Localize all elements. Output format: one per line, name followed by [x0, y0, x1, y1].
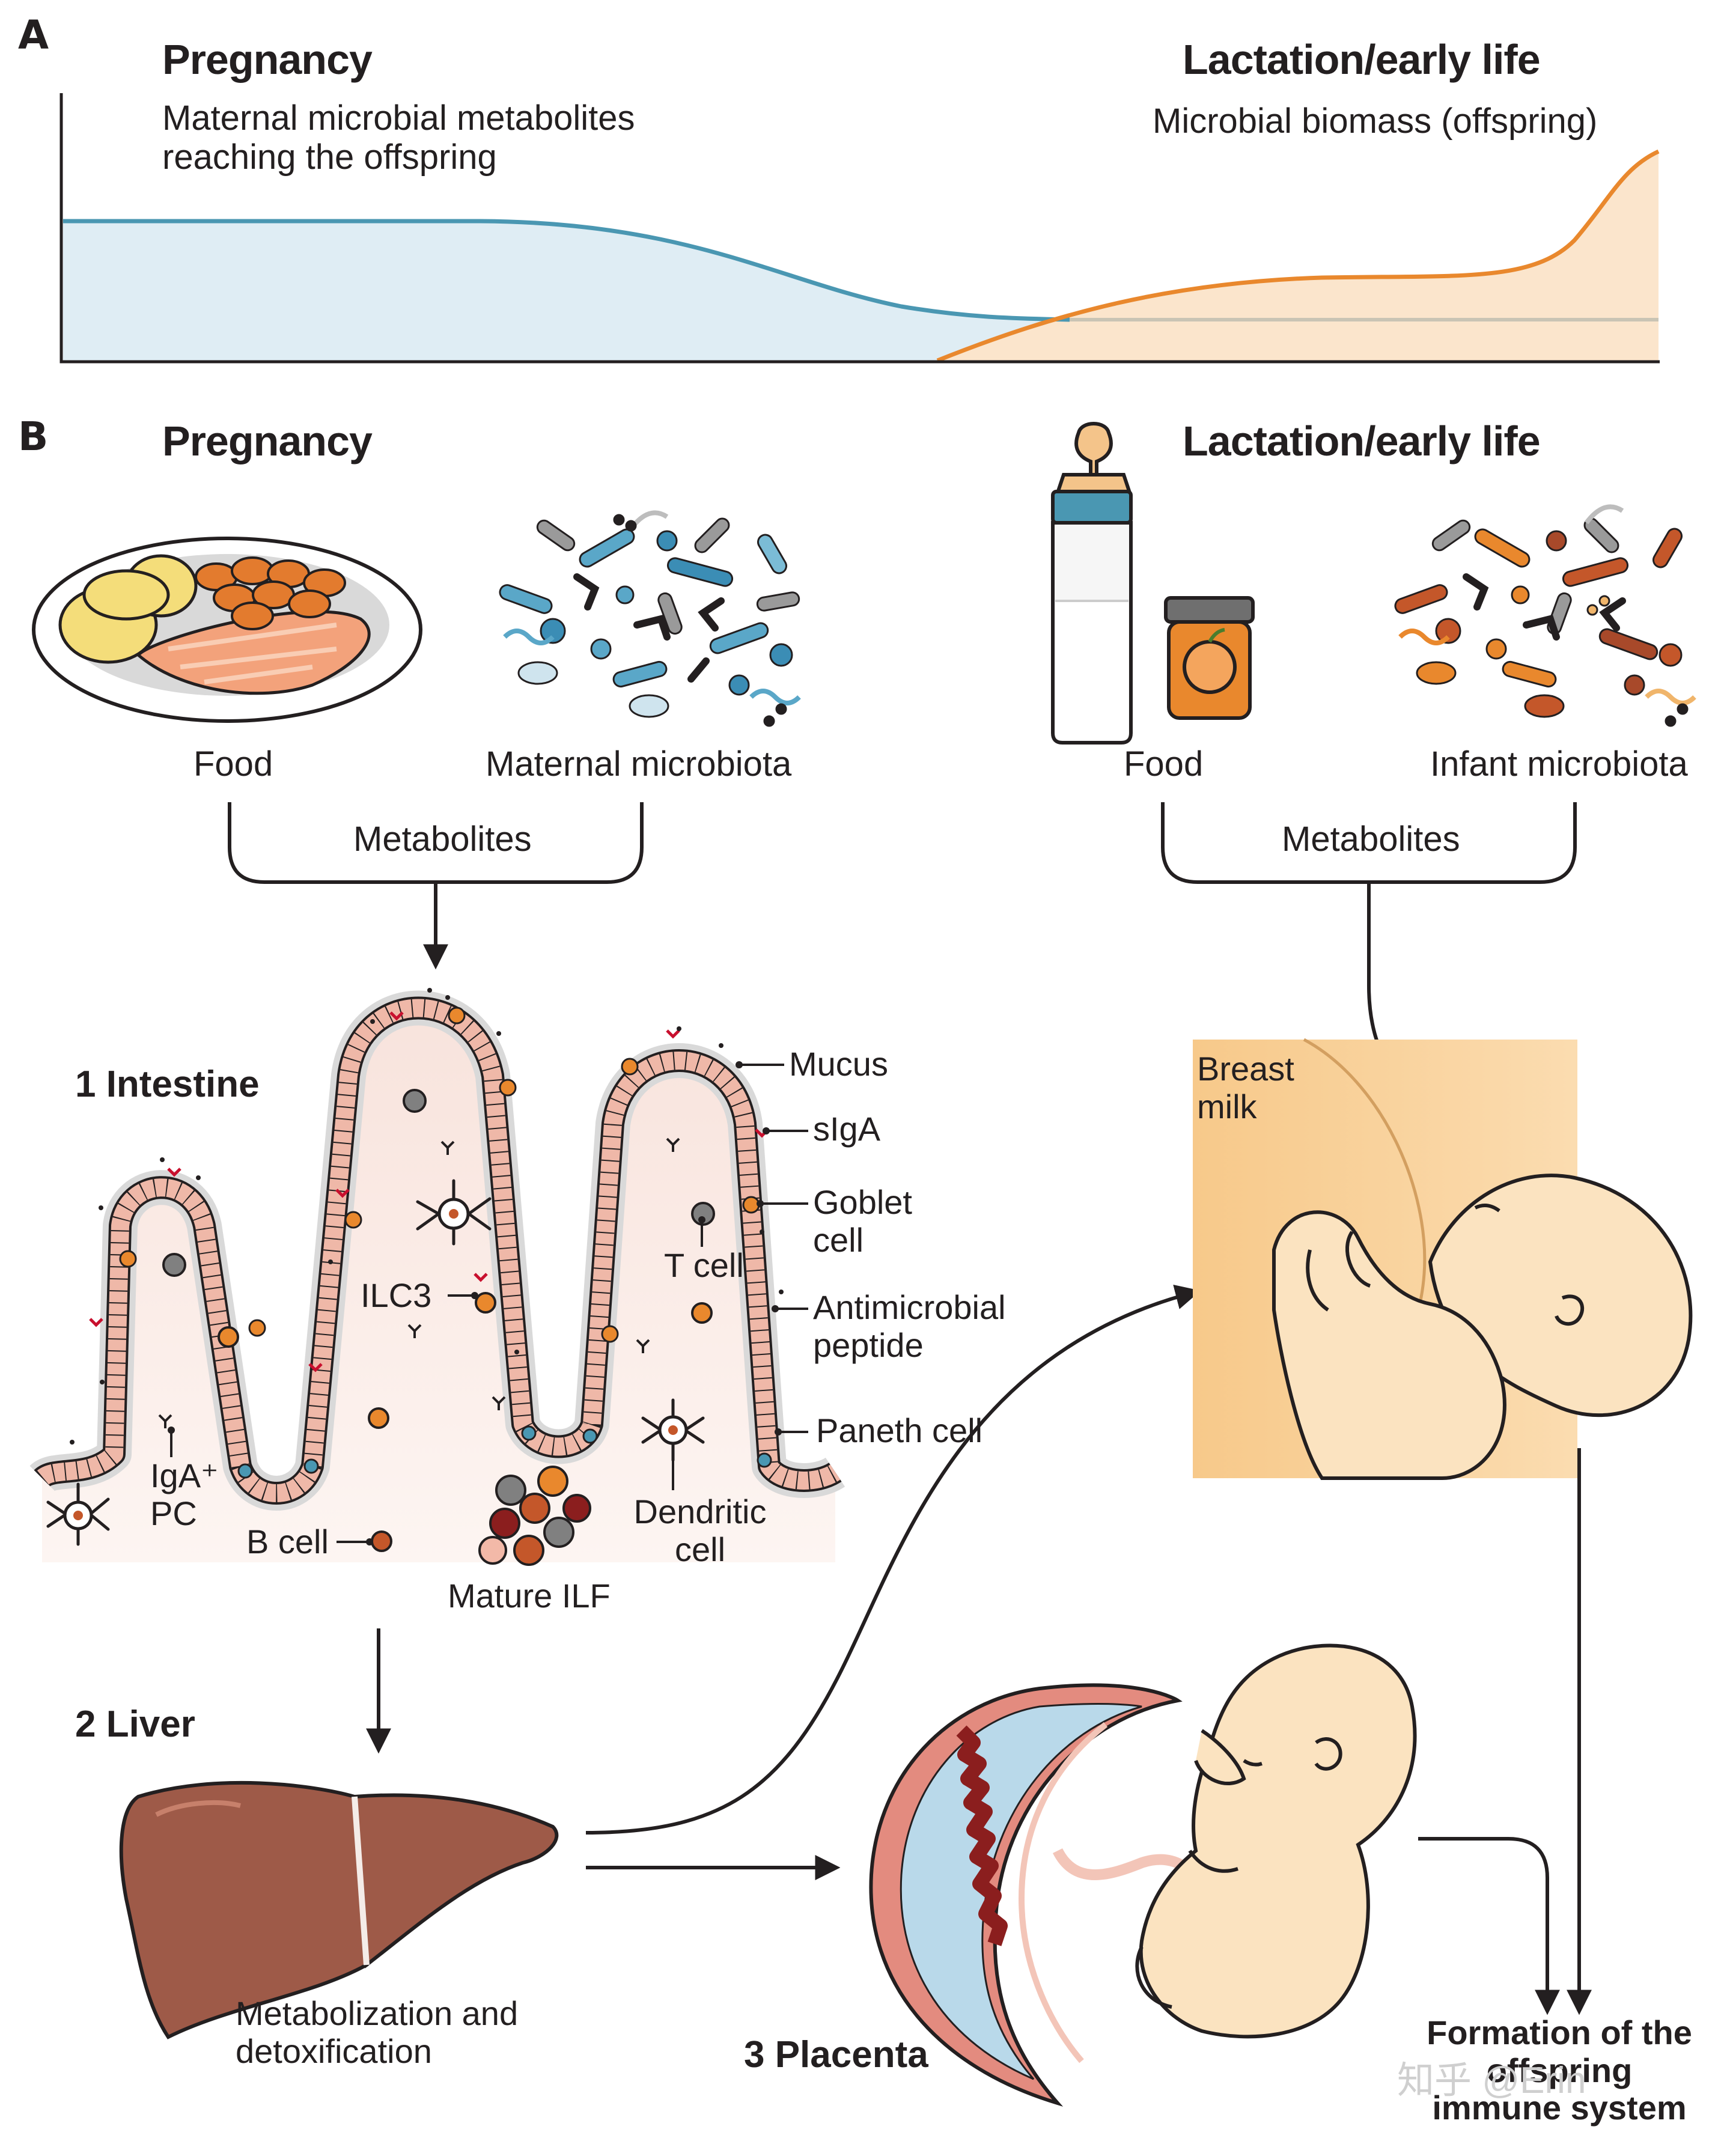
panel-a-pregnancy-subtitle: Maternal microbial metabolites reaching …: [162, 99, 635, 177]
goblet-cell-label: Goblet cell: [813, 1183, 912, 1259]
outcome-label: Formation of the offspring immune system: [1427, 2014, 1692, 2127]
liver-caption: Metabolization and detoxification: [236, 1994, 519, 2070]
ilc3-label: ILC3: [361, 1276, 432, 1314]
infant-microbiota-illustration: [1394, 504, 1696, 727]
liver-title: 2 Liver: [75, 1704, 195, 1745]
panel-a-lactation-subtitle: Microbial biomass (offspring): [1153, 102, 1598, 141]
food-plate-illustration: [32, 537, 422, 723]
panel-b-lactation-title: Lactation/early life: [1183, 418, 1541, 464]
breastfeeding-illustration: [1193, 1038, 1693, 1480]
baby-food-jar-illustration: [1164, 596, 1255, 720]
liver-illustration: [119, 1780, 559, 2039]
panel-a-pregnancy-title: Pregnancy: [162, 36, 373, 83]
fetus-to-outcome-arrow: [1418, 1837, 1560, 2015]
maternal-microbiota-illustration: [499, 510, 801, 727]
infant-microbiota-label: Infant microbiota: [1430, 745, 1688, 784]
panel-b-letter: B: [18, 413, 49, 460]
antimicrobial-peptide-label: Antimicrobial peptide: [813, 1288, 1006, 1364]
siga-label: sIgA: [813, 1110, 881, 1148]
intestine-villi-illustration: [29, 988, 845, 1566]
lactation-metabolites-bracket: [1161, 802, 1577, 884]
dendritic-cell-label: Dendritic cell: [633, 1493, 767, 1568]
mucus-label: Mucus: [789, 1045, 888, 1083]
maternal-metabolites-curve: [63, 219, 1070, 322]
liver-to-breast-milk-arrow: [585, 1285, 1201, 1835]
breast-milk-label: Breast milk: [1197, 1050, 1294, 1125]
panel-b-pregnancy-title: Pregnancy: [162, 418, 373, 464]
pregnancy-metabolites-label: Metabolites: [353, 820, 532, 859]
iga-pc-label: IgA⁺ PC: [150, 1457, 219, 1532]
mature-ilf-label: Mature ILF: [448, 1577, 611, 1615]
pregnancy-food-label: Food: [193, 745, 273, 784]
lactation-food-label: Food: [1124, 745, 1204, 784]
intestine-title: 1 Intestine: [75, 1064, 260, 1105]
offspring-biomass-area: [937, 151, 1659, 361]
offspring-biomass-curve: [936, 149, 1660, 363]
paneth-cell-label: Paneth cell: [816, 1411, 983, 1449]
placenta-title: 3 Placenta: [744, 2034, 928, 2075]
panel-a-letter: A: [18, 12, 49, 58]
pregnancy-metabolites-bracket: [228, 802, 644, 884]
fetus-illustration: [1135, 1643, 1417, 2039]
maternal-microbiota-label: Maternal microbiota: [486, 745, 792, 784]
baby-bottle-illustration: [1051, 422, 1133, 745]
b-cell-label: B cell: [246, 1523, 329, 1561]
panel-a-lactation-title: Lactation/early life: [1183, 36, 1541, 83]
panel-a-graph: [59, 93, 1660, 364]
t-cell-label: T cell: [664, 1246, 744, 1284]
graph-axes: [59, 93, 1660, 364]
lactation-metabolites-label: Metabolites: [1282, 820, 1460, 859]
watermark: 知乎 @Erin: [1397, 2060, 1586, 2101]
